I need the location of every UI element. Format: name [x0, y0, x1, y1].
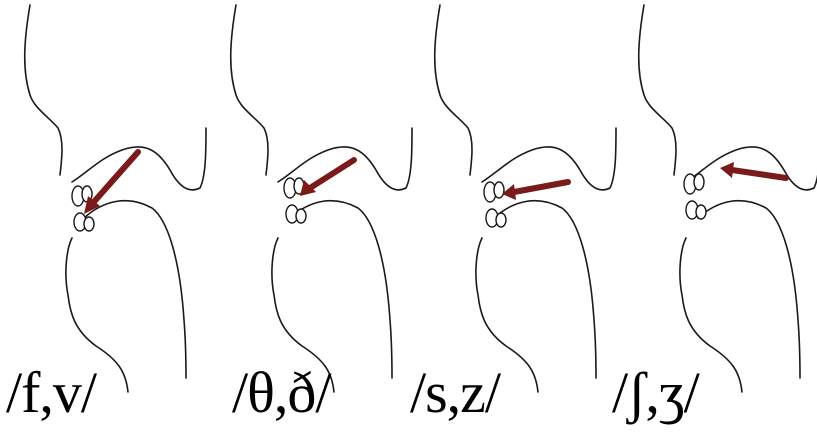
vocal-tract-outline	[25, 5, 206, 392]
teeth	[684, 174, 706, 219]
label-labiodental: /f,v/	[6, 364, 96, 422]
airflow-arrow	[84, 152, 138, 214]
airflow-arrow	[300, 160, 354, 196]
vocal-tract-outline	[231, 5, 412, 392]
vocal-tract-outline	[435, 5, 616, 392]
panel-postalveolar	[639, 5, 817, 392]
teeth	[484, 182, 506, 227]
airflow-arrow	[502, 182, 568, 200]
panel-dental	[231, 5, 412, 392]
label-postalveolar: /ʃ,ʒ/	[612, 364, 699, 422]
panel-labiodental	[25, 5, 206, 392]
teeth	[284, 178, 306, 223]
label-alveolar: /s,z/	[410, 364, 500, 422]
panel-alveolar	[435, 5, 616, 392]
vocal-tract-outline	[639, 5, 817, 392]
label-dental: /θ,ð/	[232, 364, 331, 422]
airflow-arrow	[720, 162, 786, 178]
